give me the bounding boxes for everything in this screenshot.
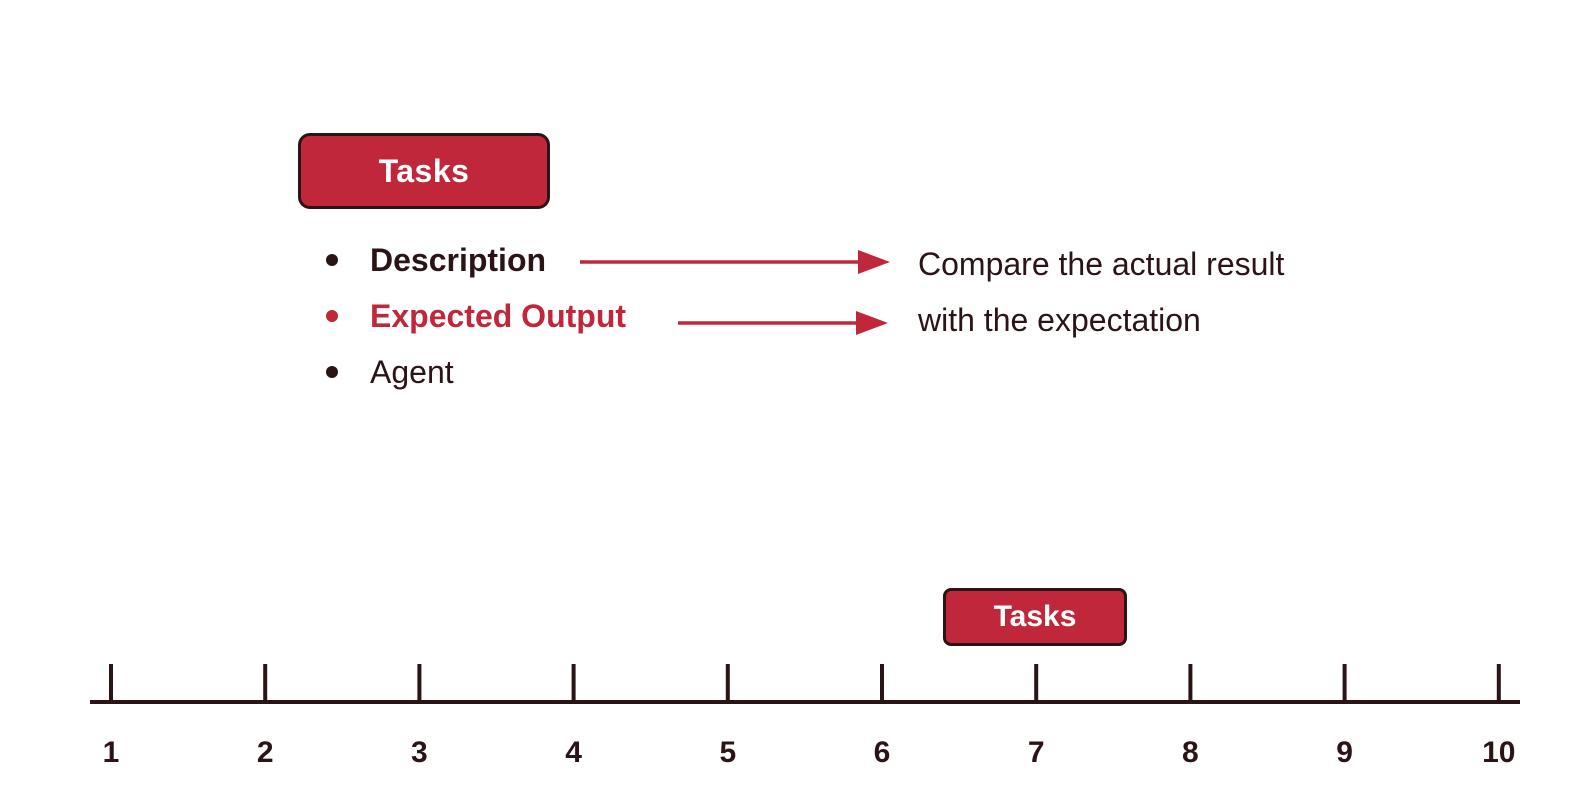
timeline-tick-label-4: 4 [565,736,582,769]
timeline-tick-label-2: 2 [256,736,274,769]
timeline-tick-label-5: 5 [719,736,737,769]
timeline-tick-label-3: 3 [411,736,428,769]
timeline-marker-label: Tasks [993,600,1077,633]
bullet-dot-icon [326,366,338,378]
bullet-dot-icon [326,310,338,322]
timeline-tick-label-9: 9 [1336,736,1353,769]
bullet-dot-icon [326,254,338,266]
timeline-tick-label-6: 6 [873,736,891,769]
task-attributes-list: Description Expected Output Agent [320,232,626,400]
timeline-tick-label-10: 10 [1482,736,1516,769]
explanation-text: Compare the actual result with the expec… [918,246,1285,338]
timeline-tick-label-1: 1 [102,736,120,769]
attribute-expected-output: Expected Output [320,288,626,344]
timeline-tick-label-8: 8 [1182,736,1199,769]
attribute-expected-output-label: Expected Output [370,297,627,334]
arrow-expected-output-icon [678,311,888,335]
arrow-description-icon [580,250,890,274]
attribute-description: Description [320,232,626,288]
attribute-agent-label: Agent [370,353,454,390]
tasks-title-label: Tasks [378,152,470,189]
attribute-description-label: Description [370,241,547,278]
timeline-marker-tasks: Tasks [943,588,1127,646]
timeline-ticks [109,664,1501,702]
timeline-tick-label-7: 7 [1027,736,1045,769]
tasks-title-box: Tasks [298,133,550,209]
attribute-agent: Agent [320,344,626,400]
